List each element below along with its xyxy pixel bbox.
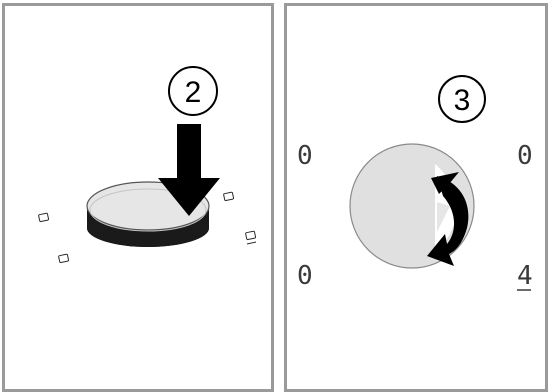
zone-display-left xyxy=(38,212,50,223)
step-2-badge: 2 xyxy=(168,66,218,116)
display-bottom-left: 0 xyxy=(297,261,313,291)
display-top-right: 0 xyxy=(517,141,533,171)
step-3-badge: 3 xyxy=(438,75,486,123)
step-3-number: 3 xyxy=(454,84,471,117)
zone-display-bottom-left xyxy=(58,253,70,264)
display-bottom-right: 4 xyxy=(517,261,533,291)
step-2-panel: 2 xyxy=(2,3,274,392)
rotate-arrow-icon xyxy=(427,172,469,266)
down-arrow-icon xyxy=(158,124,220,216)
knob xyxy=(86,181,210,247)
step-3-panel: 3 0 0 0 4 xyxy=(284,3,548,392)
step-2-number: 2 xyxy=(185,76,202,109)
step-2-illustration: 2 xyxy=(38,66,257,264)
display-top-left: 0 xyxy=(297,141,313,171)
zone-display-right xyxy=(223,191,235,202)
step-3-illustration: 3 0 0 0 4 xyxy=(297,75,533,291)
zone-display-far-right xyxy=(245,230,257,245)
